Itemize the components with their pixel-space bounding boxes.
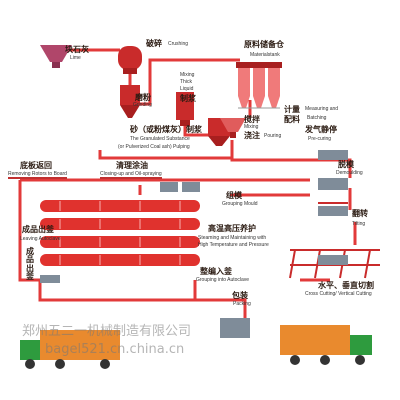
- grouping-mould-trolleys: [160, 182, 200, 192]
- label-materials-tank-cn: 原料储备仓: [244, 40, 284, 49]
- label-packing-cn: 包装: [232, 291, 248, 300]
- packing-stack: [220, 318, 250, 338]
- finished-block-stack: [40, 275, 60, 283]
- label-closing-oil-cn: 清理涂油: [116, 161, 148, 170]
- autoclave-1: [40, 200, 200, 212]
- label-lime-cn: 块石灰: [65, 45, 89, 54]
- label-crushing-cn: 破碎: [146, 39, 162, 48]
- lime-hopper-base: [52, 62, 60, 68]
- flow-mixer-to-precuring: [230, 140, 352, 170]
- autoclaves: [40, 200, 200, 266]
- grinding-mill: [120, 85, 140, 118]
- label-measuring-en-1: Measuring and: [305, 106, 339, 112]
- autoclave-4: [40, 254, 200, 266]
- label-pre-curing-en: Pre-curing: [308, 136, 332, 142]
- flow-pulping-to-mixer: [98, 150, 232, 160]
- label-grouping-autoclave-en: Grouping into Autoclave: [196, 277, 250, 283]
- label-pulping-en-2: (or Pulverized Coal ash) Pulping: [118, 144, 190, 150]
- thick-liquid-tank: [176, 92, 194, 126]
- raw-material-silos: [236, 62, 282, 109]
- label-pouring-en: Pouring: [264, 133, 282, 139]
- truck-right: [280, 325, 372, 365]
- lime-hopper: [40, 45, 72, 62]
- label-steaming-en-2: High Temperature and Pressure: [198, 242, 269, 248]
- label-mixing-thick-en-1: Mixing: [180, 72, 195, 78]
- label-mixing-thick-en-2: Thick: [180, 79, 192, 85]
- watermark-company: 郑州五二一机械制造有限公司: [22, 324, 192, 339]
- label-pre-curing-cn: 发气静停: [305, 125, 337, 134]
- label-pouring-cn: 浇注: [244, 131, 260, 140]
- label-pulping-en-1: The Granulated Substance: [130, 136, 190, 142]
- flow-lines: [18, 48, 357, 320]
- flow-to-packing: [38, 280, 247, 320]
- label-mixing-thick-cn: 制浆: [180, 94, 196, 103]
- label-measuring-en-2: Batching: [307, 115, 327, 121]
- label-cross-cutting-en: Cross Cutting/ Vertical Cutting: [305, 291, 372, 297]
- label-removing-rotors-en: Removing Rotors to Board: [8, 171, 67, 180]
- label-mixing-en: Mixing: [244, 124, 259, 130]
- label-lime-en: Lime: [70, 55, 81, 61]
- pre-curing-mould: [318, 150, 348, 160]
- autoclave-3: [40, 236, 200, 248]
- label-materials-tank-en: Materialstank: [250, 52, 280, 58]
- mixer: [220, 118, 246, 138]
- label-mixing-cn: 搅拌: [244, 115, 260, 124]
- label-demoulding-cn: 脱模: [338, 160, 354, 169]
- label-grouping-autoclave-cn: 整编入釜: [200, 267, 232, 276]
- label-closing-oil-en: Closing-up and Oil-spraying: [100, 171, 162, 180]
- tilting-crane: [318, 202, 348, 216]
- label-grouping-mould-cn: 组模: [226, 191, 242, 200]
- label-demoulding-en: Demoulding: [336, 170, 363, 176]
- label-steaming-cn: 高温高压养护: [208, 224, 256, 233]
- label-leaving-autoclave-cn: 成品出釜: [22, 225, 54, 234]
- label-grouping-mould-en: Grouping Mould: [222, 201, 258, 207]
- label-measuring-cn-2: 配料: [284, 115, 300, 124]
- truck-left: [20, 330, 120, 369]
- label-crushing-en: Crushing: [168, 41, 189, 47]
- crusher: [118, 46, 142, 74]
- label-cross-cutting-cn: 水平、垂直切割: [318, 281, 374, 290]
- label-measuring-cn-1: 计量: [284, 105, 300, 114]
- watermark-url: bagel521.cn.china.cn: [45, 342, 185, 357]
- autoclave-2: [40, 218, 200, 230]
- label-packing-en: Packing: [233, 301, 251, 307]
- label-finished-out-vertical: 成品出釜: [26, 247, 34, 282]
- cutting-block: [318, 255, 348, 265]
- flow-grinding-to-tank: [138, 58, 240, 106]
- label-tilting-cn: 翻转: [352, 209, 368, 218]
- label-mixing-thick-en-3: Liquid: [180, 86, 194, 92]
- label-grinding-en: Grinding: [133, 102, 152, 108]
- label-steaming-en-1: Steaming and Maintaining with: [198, 235, 267, 241]
- label-tilting-en: Tilting: [352, 221, 366, 227]
- label-pulping-cn: 砂（或粉煤灰）制浆: [130, 125, 202, 134]
- label-grinding-cn: 磨粉: [135, 93, 151, 102]
- label-removing-rotors-cn: 底板返回: [20, 161, 52, 170]
- demoulding-mould: [318, 178, 348, 190]
- flow-loop-left: [18, 180, 40, 282]
- label-leaving-autoclave-en: Leaving Autoclave: [20, 236, 61, 242]
